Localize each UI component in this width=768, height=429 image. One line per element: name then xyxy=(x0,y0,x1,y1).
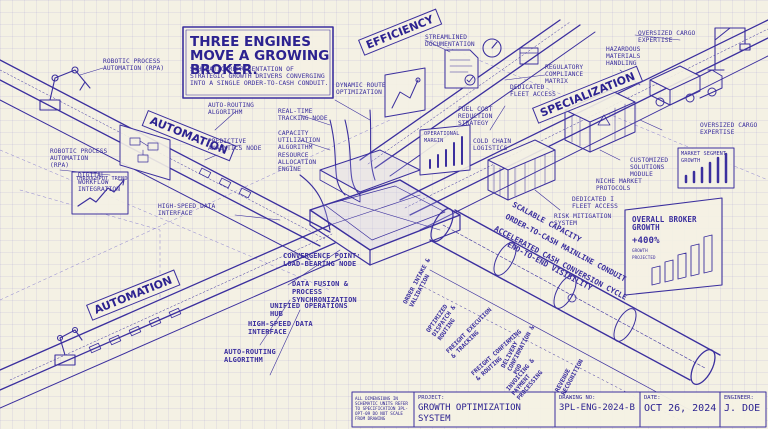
label-dynamic-route: DYNAMIC ROUTE OPTIMIZATION xyxy=(336,82,386,96)
market-segment-chart xyxy=(677,147,735,189)
label-throughput: THROUGHPUT TREND xyxy=(76,176,128,182)
container-hazmat xyxy=(564,89,636,153)
label-rpa-left: ROBOTIC PROCESS AUTOMATION (RPA) xyxy=(50,148,108,169)
label-niche: NICHE MARKET PROTOCOLS xyxy=(596,178,642,192)
title-block-project: GROWTH OPTIMIZATION SYSTEM xyxy=(418,403,521,424)
label-regulatory: REGULATORY COMPLIANCE MATRIX xyxy=(545,64,584,85)
page-subtitle: SCHEMATIC REPRESENTATION OF STRATEGIC GR… xyxy=(190,65,329,88)
title-block-drawing: 3PL-ENG-2024-B xyxy=(559,403,635,413)
label-digital-workflow: DIGITAL WORKFLOW INTEGRATION xyxy=(78,172,121,193)
efficiency-track xyxy=(359,19,596,177)
overall-growth-caption: GROWTH PROJECTED xyxy=(632,248,656,260)
overall-growth-chart xyxy=(624,197,723,296)
title-block-engineer-label: ENGINEER: xyxy=(724,395,754,401)
label-risk: RISK MITIGATION SYSTEM xyxy=(554,213,612,227)
document-icon xyxy=(444,49,479,89)
gauge-icon xyxy=(482,38,502,58)
label-rpa-top: ROBOTIC PROCESS AUTOMATION (RPA) xyxy=(103,58,165,72)
label-oversized-right: OVERSIZED CARGO EXPERTISE xyxy=(700,122,758,136)
title-block-drawing-label: DRAWING NO: xyxy=(559,395,596,401)
overall-growth-value: +400% xyxy=(632,236,660,246)
label-cold-chain: COLD CHAIN LOGISTICS xyxy=(473,138,512,152)
overall-growth-title: OVERALL BROKER GROWTH xyxy=(632,215,697,232)
label-capacity: CAPACITY UTILIZATION ALGORITHM xyxy=(278,130,321,151)
flowchart-panel xyxy=(119,124,171,181)
label-convergence: CONVERGENCE POINT: LOAD-BEARING NODE xyxy=(283,252,361,268)
label-auto-routing-bottom: AUTO-ROUTING ALGORITHM xyxy=(224,348,276,364)
label-dedicated-fleet-mid: DEDICATED I FLEET ACCESS xyxy=(572,196,618,210)
title-block-frame xyxy=(351,391,767,428)
title-block-project-label: PROJECT: xyxy=(418,395,445,401)
label-fuel: FUEL COST REDUCTION STRATEGY xyxy=(458,106,493,127)
label-streamlined: STREAMLINED DOCUMENTATION xyxy=(425,34,475,48)
label-oversized-top: OVERSIZED CARGO EXPERTISE xyxy=(638,30,696,44)
label-data-fusion: DATA FUSION & PROCESS SYNCHRONIZATION xyxy=(292,280,357,304)
label-op-margin: OPERATIONAL MARGIN xyxy=(424,131,460,144)
title-block-date: OCT 26, 2024 xyxy=(644,403,717,414)
label-dedicated-fleet-top: DEDICATED FLEET ACCESS xyxy=(510,84,556,98)
throughput-chart xyxy=(71,171,129,215)
route-map-icon xyxy=(384,67,426,118)
title-block-engineer: J. DOE xyxy=(724,403,761,414)
title-box-frame xyxy=(182,26,334,99)
label-unified: UNIFIED OPERATIONS HUB xyxy=(270,302,348,318)
page-title: THREE ENGINES MOVE A GROWING BROKER. xyxy=(190,34,330,78)
main-conduit xyxy=(419,208,721,421)
title-block-note: ALL DIMENSIONS IN SCHEMATIC UNITS REFER … xyxy=(355,396,408,421)
label-auto-routing-top: AUTO-ROUTING ALGORITHM xyxy=(208,102,254,116)
title-block-date-label: DATE: xyxy=(644,395,661,401)
label-hs-data-upper: HIGH-SPEED DATA INTERFACE xyxy=(158,203,216,217)
crane-icon xyxy=(707,27,751,71)
truck-icon xyxy=(649,65,723,107)
container-cold-chain xyxy=(487,139,556,201)
label-customized: CUSTOMIZED SOLUTIONS MODULE xyxy=(630,157,669,178)
upper-track-packets xyxy=(198,167,252,199)
calendar-icon xyxy=(519,47,539,65)
label-realtime: REAL-TIME TRACKING NODE xyxy=(278,108,328,122)
lower-track-packets xyxy=(88,307,182,354)
margin-chart xyxy=(419,124,471,176)
label-market-segment: MARKET SEGMENT GROWTH xyxy=(681,151,727,164)
convergence-hub xyxy=(309,149,461,266)
label-hazmat: HAZARDOUS MATERIALS HANDLING xyxy=(606,46,641,67)
robotic-arm-bottom xyxy=(54,326,83,366)
label-predictive: PREDICTIVE ANALYTICS NODE xyxy=(208,138,262,152)
robotic-arm-top xyxy=(39,66,91,111)
label-hs-data-lower: HIGH-SPEED DATA INTERFACE xyxy=(248,320,313,336)
label-resource: RESOURCE ALLOCATION ENGINE xyxy=(278,152,317,173)
